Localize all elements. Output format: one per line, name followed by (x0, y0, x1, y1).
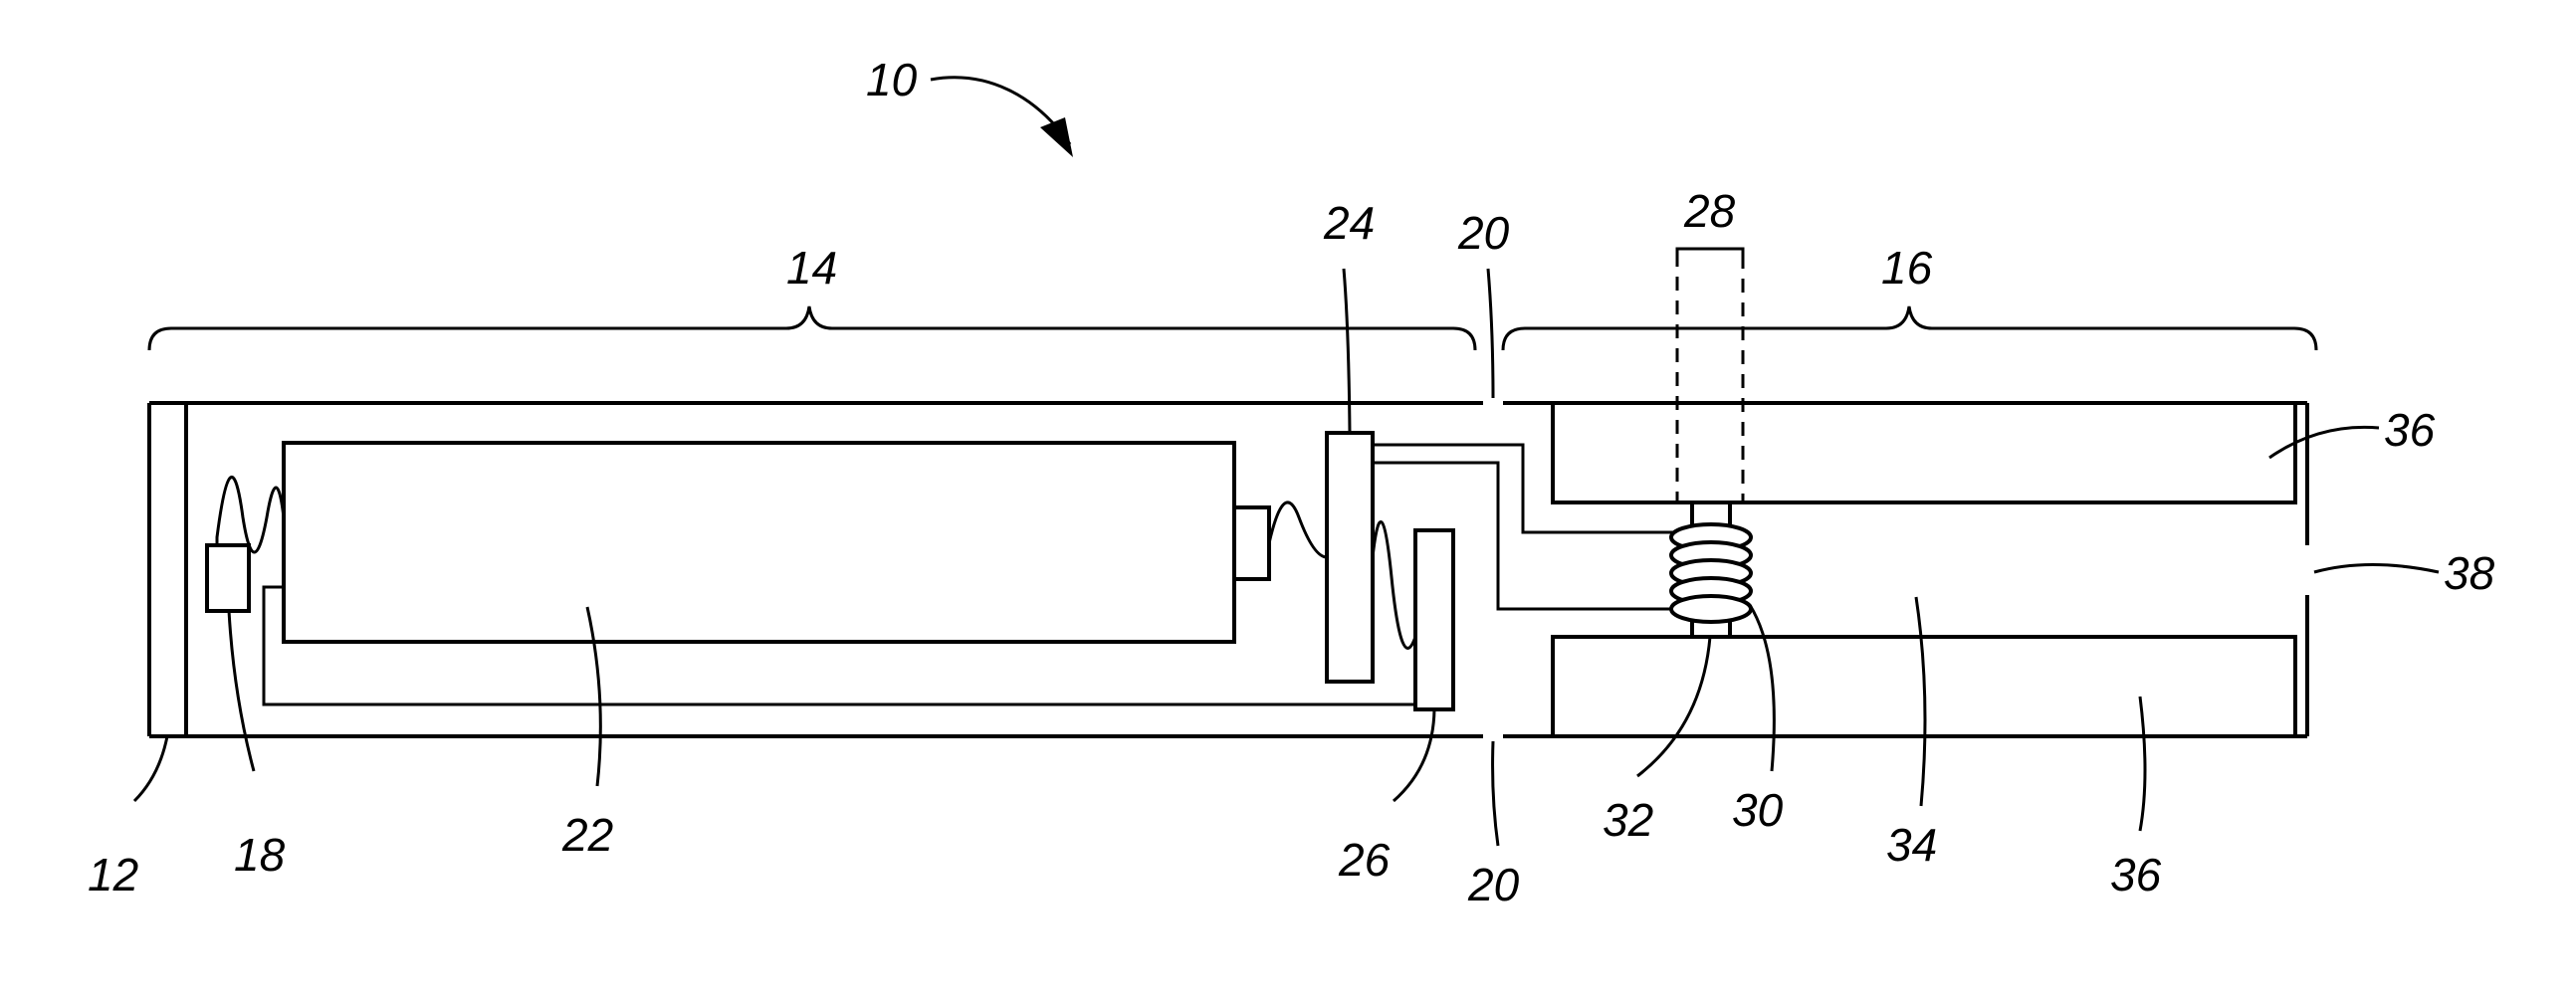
label-circuit-board: 24 (1323, 197, 1375, 249)
leader-12 (134, 736, 167, 801)
device-arrowhead (1040, 117, 1073, 157)
bracket-heater-zone (1677, 249, 1743, 261)
sensor-spring (1373, 521, 1415, 648)
left-spring (217, 478, 284, 553)
component-18 (207, 545, 249, 611)
label-channel: 34 (1886, 819, 1937, 871)
sensor (1415, 530, 1453, 709)
label-wick: 32 (1603, 794, 1653, 846)
label-coil: 30 (1732, 784, 1784, 836)
label-reservoir-top: 36 (2384, 404, 2436, 456)
leader-20-bottom (1493, 741, 1498, 846)
circuit-board (1327, 433, 1373, 682)
leader-18 (229, 611, 254, 771)
brace-second-section (1503, 306, 2316, 350)
label-air-inlet-top: 20 (1457, 207, 1510, 259)
label-air-inlet-bottom: 20 (1467, 859, 1520, 910)
coil (1671, 524, 1751, 622)
label-battery: 22 (561, 809, 613, 861)
leader-38 (2314, 565, 2439, 573)
battery-terminal (1234, 507, 1269, 579)
battery (284, 443, 1234, 642)
label-device: 10 (866, 54, 918, 105)
brace-first-section (149, 306, 1475, 350)
reservoir-top (1553, 403, 2295, 502)
leader-20-top (1488, 269, 1493, 398)
leader-24 (1344, 269, 1350, 433)
label-component-18: 18 (234, 829, 286, 881)
label-outlet: 38 (2444, 547, 2495, 599)
label-housing-end: 12 (88, 849, 138, 900)
label-sensor: 26 (1338, 834, 1391, 886)
label-second-section: 16 (1881, 242, 1933, 294)
label-reservoir-bottom: 36 (2110, 849, 2162, 900)
label-first-section: 14 (786, 242, 837, 294)
label-heater-zone: 28 (1683, 185, 1736, 237)
board-spring (1269, 502, 1327, 557)
leader-26 (1394, 709, 1434, 801)
